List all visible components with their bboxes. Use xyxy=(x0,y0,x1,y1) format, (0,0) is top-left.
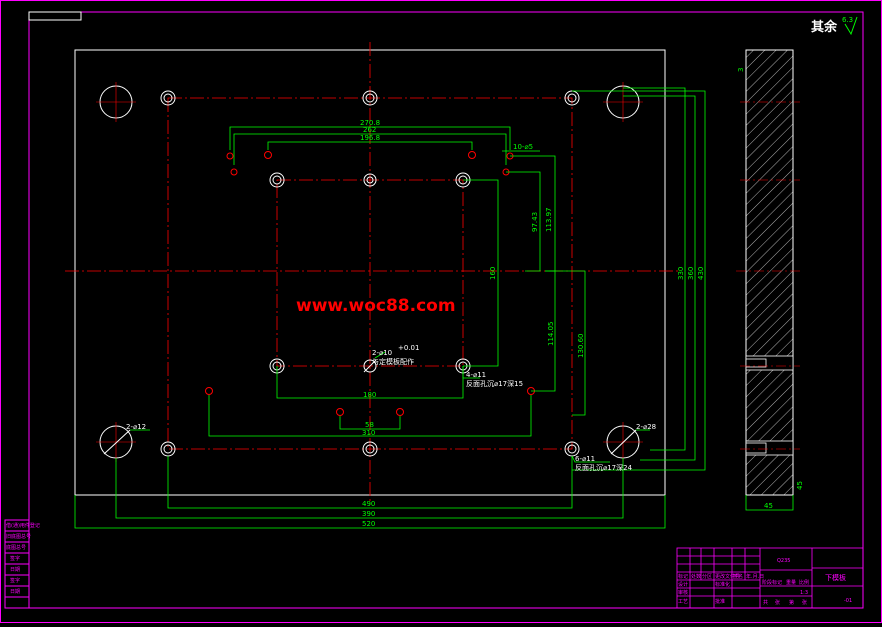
dim-430: 430 xyxy=(697,267,705,280)
dim-6-note: 反面孔沉⌀17深24 xyxy=(575,463,633,472)
dim-2-phi28: 2-⌀28 xyxy=(636,423,656,431)
dim-520: 520 xyxy=(362,520,375,528)
left-tab-4: 日期 xyxy=(10,567,20,573)
dim-360: 360 xyxy=(687,267,695,280)
dim-196-8: 196.8 xyxy=(360,134,380,142)
dim-160: 160 xyxy=(489,267,497,280)
tb-sheet-2: 第 xyxy=(789,599,794,606)
dim-262: 262 xyxy=(363,126,376,134)
roughness-label: 其余 xyxy=(811,19,838,35)
dim-6-phi11: 6-⌀11 xyxy=(575,455,595,463)
tb-row1-1: 处数 xyxy=(691,573,701,580)
tb-stage-0: 阶段标记 xyxy=(762,579,782,586)
dim-113-97: 113.97 xyxy=(545,208,553,233)
left-tab-1: 旧底图总号 xyxy=(6,533,31,540)
tb-sheet-3: 张 xyxy=(802,599,807,606)
tb-stage-2: 比例 xyxy=(799,579,809,586)
dim-2-note: 与定模板配作 xyxy=(372,357,414,366)
dim-58: 58 xyxy=(365,421,374,429)
tb-row3-0: 审核 xyxy=(678,589,688,596)
tb-row1-2: 分区 xyxy=(702,573,712,580)
tb-scale: 1:3 xyxy=(800,590,808,596)
dim-310: 310 xyxy=(362,429,375,437)
dim-180: 180 xyxy=(363,391,376,399)
dimension-lines xyxy=(74,87,706,529)
tb-row2-3: 标准化 xyxy=(715,581,730,588)
watermark: www.woc88.com xyxy=(296,296,456,316)
dim-10-phi5: 10-⌀5 xyxy=(513,143,533,151)
side-section-view: 45 3 45 xyxy=(736,49,804,511)
title-block-text: Q235 下模板 -01 标记 处数 分区 更改文件号 签名 年.月.日 设计 … xyxy=(678,558,852,606)
dim-490: 490 xyxy=(362,500,375,508)
tb-drawing-no: -01 xyxy=(844,598,852,604)
tb-row1-0: 标记 xyxy=(678,573,688,580)
tb-row4-3: 批准 xyxy=(715,598,725,605)
tb-stage-1: 重量 xyxy=(786,579,796,586)
tb-sheet-1: 张 xyxy=(775,599,780,606)
guide-hole-centerlines xyxy=(96,82,643,462)
tb-part-name: 下模板 xyxy=(825,573,846,582)
tb-material: Q235 xyxy=(777,558,790,564)
dim-130-60: 130.60 xyxy=(577,334,585,359)
left-tab-2: 底图总号 xyxy=(6,544,26,551)
left-tab-5: 签字 xyxy=(10,577,20,584)
side-top-dim: 3 xyxy=(737,68,745,72)
tb-row4-0: 工艺 xyxy=(678,599,688,605)
dim-270-8: 270.8 xyxy=(360,119,380,127)
left-tab-3: 签字 xyxy=(10,555,20,562)
left-tab-6: 日期 xyxy=(10,589,20,595)
dim-97-43: 97.43 xyxy=(531,212,539,232)
tb-row1-3: 更改文件号 xyxy=(715,573,740,580)
dim-114-05: 114.05 xyxy=(547,322,555,347)
dim-2-pin: 2-⌀10 xyxy=(372,349,392,357)
dim-330: 330 xyxy=(677,267,685,280)
tb-sheet-0: 共 xyxy=(763,599,768,606)
dim-2-tol: +0.01 xyxy=(398,344,419,352)
dim-4-phi11: 4-⌀11 xyxy=(466,371,486,379)
dim-2-phi12: 2-⌀12 xyxy=(126,423,146,431)
left-tab-0: 借(通)用件登记 xyxy=(6,522,40,529)
side-width-dim: 45 xyxy=(764,502,773,510)
leader-slashes xyxy=(103,429,637,455)
tb-row2-0: 设计 xyxy=(678,581,688,588)
tb-row1-5: 年.月.日 xyxy=(746,573,764,580)
dim-4-note: 反面孔沉⌀17深15 xyxy=(466,379,523,388)
tb-row1-4: 签名 xyxy=(733,573,743,580)
roughness-note: 其余 6.3 xyxy=(811,16,858,36)
roughness-value: 6.3 xyxy=(842,16,853,24)
dim-390: 390 xyxy=(362,510,375,518)
left-tab: 借(通)用件登记 旧底图总号 底图总号 签字 日期 签字 日期 xyxy=(4,519,40,609)
title-block xyxy=(676,547,864,609)
roughness-symbol-icon xyxy=(844,16,858,36)
side-bottom-dim: 45 xyxy=(796,481,804,490)
dimension-texts: 270.8 262 196.8 10-⌀5 97.43 113.97 160 1… xyxy=(126,119,705,528)
